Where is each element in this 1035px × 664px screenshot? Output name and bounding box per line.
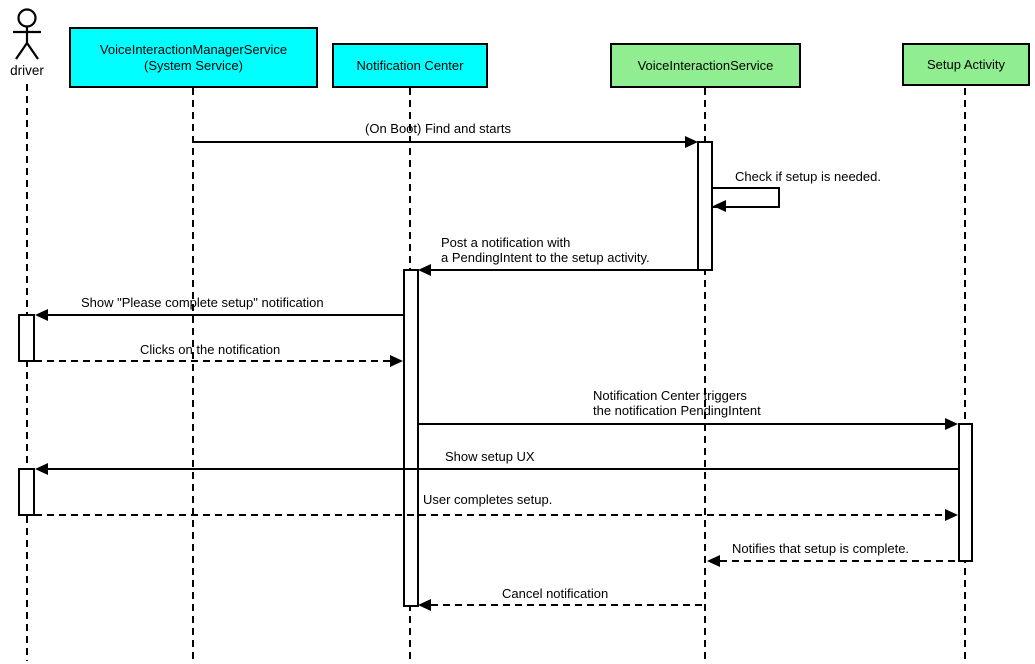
arrowhead-left-icon <box>707 555 720 567</box>
message-label: Check if setup is needed. <box>735 169 881 184</box>
participant-box-voice-interaction-manager-service: VoiceInteractionManagerService (System S… <box>69 27 318 88</box>
message-text: a PendingIntent to the setup activity. <box>441 250 650 265</box>
actor-icon <box>13 8 41 60</box>
message-line <box>48 468 958 470</box>
lifeline-driver <box>26 84 28 661</box>
message-label: Post a notification with a PendingIntent… <box>441 235 650 265</box>
activation-driver-2 <box>18 468 35 516</box>
arrowhead-left-icon <box>418 264 431 276</box>
activation-setup-activity <box>958 423 973 562</box>
message-line <box>193 141 685 143</box>
message-line <box>35 360 390 362</box>
participant-label: VoiceInteractionManagerService <box>99 41 288 57</box>
activation-voice-interaction-service <box>697 141 713 271</box>
message-text: Cancel notification <box>502 586 609 601</box>
arrowhead-left-icon <box>35 463 48 475</box>
participant-label: Notification Center <box>356 57 464 73</box>
message-text: (On Boot) Find and starts <box>365 121 511 136</box>
message-text: Post a notification with <box>441 235 571 250</box>
participant-label: VoiceInteractionService <box>637 57 774 73</box>
message-line <box>431 604 705 606</box>
participant-box-voice-interaction-service: VoiceInteractionService <box>610 43 801 88</box>
lifeline-setup-activity <box>964 88 966 661</box>
message-label: Show "Please complete setup" notificatio… <box>81 295 324 310</box>
arrowhead-right-icon <box>945 509 958 521</box>
message-text: Clicks on the notification <box>140 342 281 357</box>
message-line <box>48 314 403 316</box>
participant-label: Setup Activity <box>926 56 1006 72</box>
actor-label: driver <box>10 63 44 78</box>
message-line <box>720 560 958 562</box>
arrowhead-right-icon <box>945 418 958 430</box>
lifeline-voice-interaction-manager-service <box>192 88 194 661</box>
message-label: (On Boot) Find and starts <box>365 121 511 136</box>
message-text: User completes setup. <box>423 492 553 507</box>
participant-box-setup-activity: Setup Activity <box>902 43 1030 86</box>
message-text: the notification PendingIntent <box>593 403 761 418</box>
arrowhead-right-icon <box>390 355 403 367</box>
message-text: Show setup UX <box>445 449 535 464</box>
message-label: Cancel notification <box>502 586 608 601</box>
arrowhead-left-icon <box>713 200 726 212</box>
message-text: Notifies that setup is complete. <box>732 541 910 556</box>
message-line <box>419 423 945 425</box>
message-label: Show setup UX <box>445 449 535 464</box>
lifeline-voice-interaction-service <box>704 88 706 661</box>
activation-driver-1 <box>18 314 35 362</box>
arrowhead-left-icon <box>35 309 48 321</box>
arrowhead-right-icon <box>685 136 698 148</box>
participant-label: (System Service) <box>144 57 243 73</box>
self-call-loop <box>713 187 780 208</box>
message-label: Notification Center triggers the notific… <box>593 388 761 418</box>
message-text: Show "Please complete setup" notificatio… <box>81 295 324 310</box>
arrowhead-left-icon <box>418 599 431 611</box>
message-label: Notifies that setup is complete. <box>732 541 909 556</box>
message-label: Clicks on the notification <box>140 342 280 357</box>
message-line <box>35 514 945 516</box>
message-line <box>431 269 698 271</box>
activation-notification-center <box>403 269 419 607</box>
participant-box-notification-center: Notification Center <box>332 43 488 88</box>
message-text: Notification Center triggers <box>593 388 747 403</box>
message-text: Check if setup is needed. <box>735 169 881 184</box>
message-label: User completes setup. <box>423 492 552 507</box>
